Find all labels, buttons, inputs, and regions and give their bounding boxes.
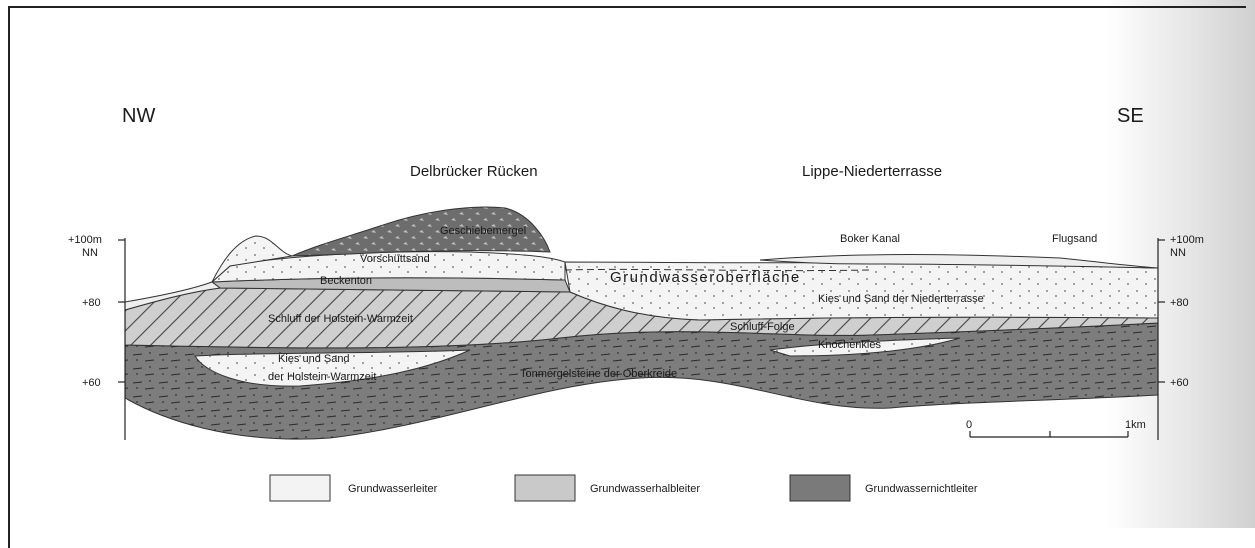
legend-swatch-leiter <box>270 475 330 501</box>
label-tonmergel: Tonmergelsteine der Oberkreide <box>520 368 677 380</box>
label-schluff-folge: Schluff-Folge <box>730 321 795 333</box>
label-knochenkies: Knochenkies <box>818 339 881 351</box>
scale-end-label: 1km <box>1125 419 1146 431</box>
direction-se-label: SE <box>1117 105 1144 127</box>
scale-bar <box>970 431 1128 437</box>
right-axis-60: +60 <box>1170 377 1189 389</box>
label-schluff-holstein: Schluff der Holstein-Warmzeit <box>268 313 413 325</box>
region-east-label: Lippe-Niederterrasse <box>802 163 942 180</box>
right-axis-nn: NN <box>1170 247 1186 259</box>
legend-label-leiter: Grundwasserleiter <box>348 483 438 495</box>
right-axis <box>1158 238 1165 440</box>
scale-start-label: 0 <box>966 419 972 431</box>
legend-swatch-halbleiter <box>515 475 575 501</box>
left-axis-nn: NN <box>82 247 98 259</box>
region-west-label: Delbrücker Rücken <box>410 163 538 180</box>
left-axis-80: +80 <box>82 297 101 309</box>
legend: Grundwasserleiter Grundwasserhalbleiter … <box>270 475 978 501</box>
legend-label-halbleiter: Grundwasserhalbleiter <box>590 483 700 495</box>
left-axis-60: +60 <box>82 377 101 389</box>
legend-label-nichtleiter: Grundwassernichtleiter <box>865 483 978 495</box>
direction-nw-label: NW <box>122 105 155 127</box>
label-boker-kanal: Boker Kanal <box>840 233 900 245</box>
label-beckenton: Beckenton <box>320 275 372 287</box>
cross-section-diagram: NW SE Delbrücker Rücken Lippe-Niederterr… <box>0 0 1255 528</box>
label-kies-holstein-2: der Holstein-Warmzeit <box>268 371 376 383</box>
left-axis-100m: +100m <box>68 234 102 246</box>
label-geschiebemergel: Geschiebemergel <box>440 225 526 237</box>
figure-scan: NW SE Delbrücker Rücken Lippe-Niederterr… <box>0 0 1255 528</box>
label-flugsand: Flugsand <box>1052 233 1097 245</box>
label-kies-niederterrasse: Kies und Sand der Niederterrasse <box>818 293 984 305</box>
right-axis-80: +80 <box>1170 297 1189 309</box>
left-axis <box>118 238 125 440</box>
label-vorschuettsand: Vorschüttsand <box>360 253 430 265</box>
label-grundwasseroberflaeche: Grundwasseroberfläche <box>610 269 801 286</box>
right-axis-100m: +100m <box>1170 234 1204 246</box>
label-kies-holstein-1: Kies und Sand <box>278 353 350 365</box>
legend-swatch-nichtleiter <box>790 475 850 501</box>
